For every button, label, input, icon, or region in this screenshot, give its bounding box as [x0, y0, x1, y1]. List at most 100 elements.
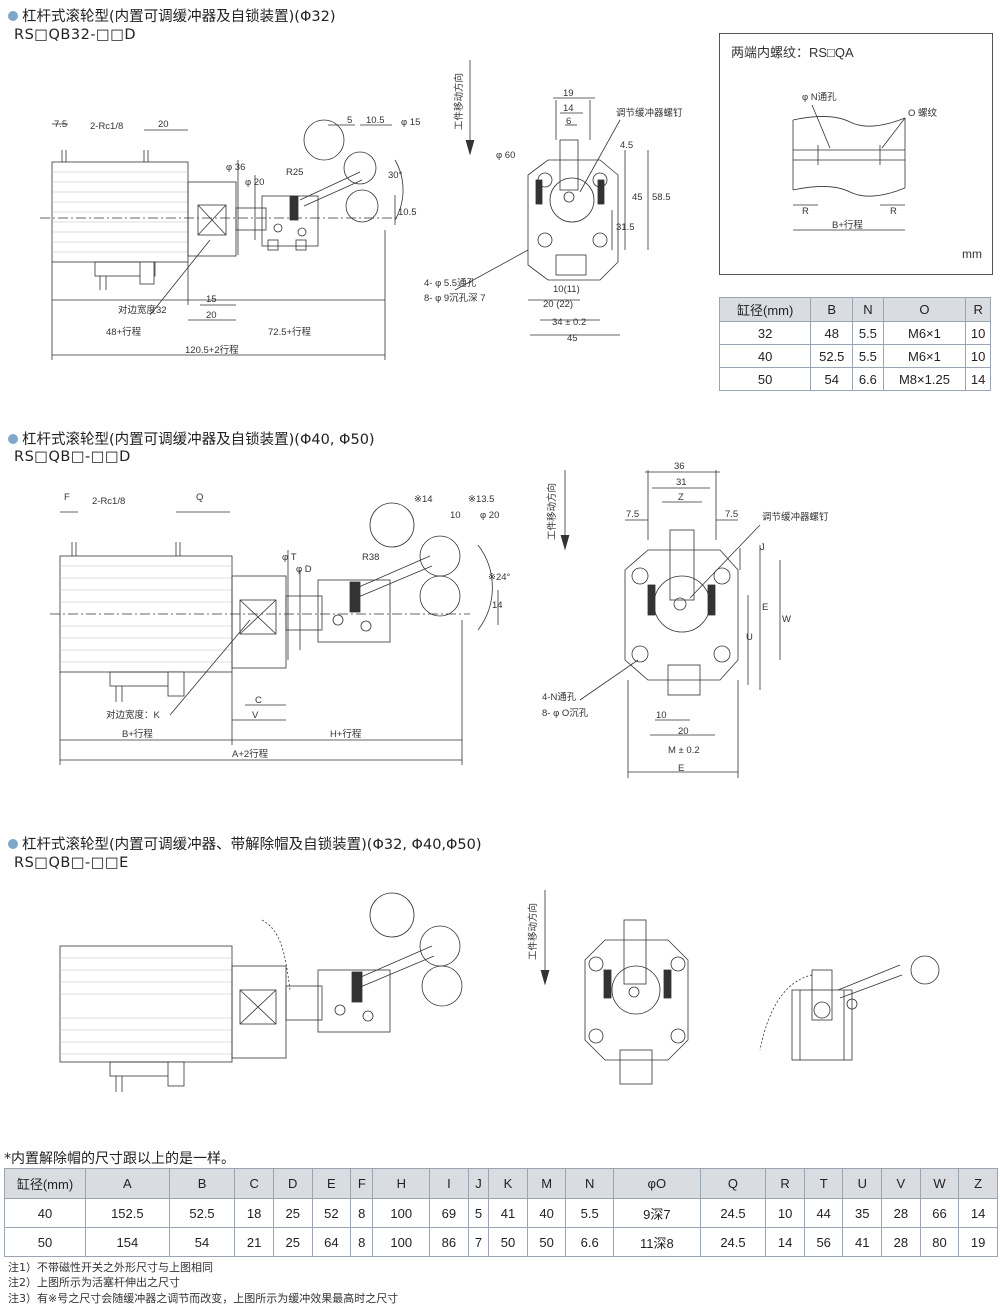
dim-14-2: 14: [492, 600, 503, 611]
cell: 24.5: [699, 1198, 767, 1228]
label-o-thread: O 螺纹: [908, 107, 938, 119]
t2-header: U: [842, 1168, 883, 1199]
cell: 8: [350, 1198, 374, 1228]
cell: 64: [311, 1227, 352, 1257]
t2-header: C: [234, 1168, 274, 1199]
cell: 8: [350, 1227, 374, 1257]
dim-20b: 20: [206, 310, 217, 321]
cell: 40: [718, 344, 812, 368]
sub-note: *内置解除帽的尺寸跟以上的是一样。: [4, 1151, 235, 1167]
cell: 6.6: [565, 1227, 614, 1257]
cell: 41: [488, 1198, 528, 1228]
dim-7.5: 7.5: [54, 119, 67, 130]
dim-B-stroke-2: B+行程: [832, 219, 863, 231]
dim-10-11: 10(11): [553, 284, 580, 295]
t2-header: J: [467, 1168, 490, 1199]
cell: 5.5: [852, 321, 884, 345]
section-1-title: 杠杆式滚轮型(内置可调缓冲器及自锁装置)(Φ32): [8, 5, 336, 26]
label-work-dir-2: 工件移动方向: [546, 483, 558, 540]
label-s2-cbore: 8- φ O沉孔: [542, 708, 589, 719]
cell: M6×1: [882, 321, 967, 345]
s3-detail-view: [759, 955, 940, 1061]
cell: 66: [919, 1198, 960, 1228]
t1-header: R: [965, 297, 991, 322]
dim-E-v: E: [762, 602, 768, 613]
dim-5: 5: [347, 115, 352, 126]
cell: 80: [919, 1227, 960, 1257]
t2-header: K: [488, 1168, 528, 1199]
cell: 52.5: [168, 1198, 236, 1228]
cell: 54: [168, 1227, 236, 1257]
section-2-title: 杠杆式滚轮型(内置可调缓冲器及自锁装置)(Φ40, Φ50): [8, 428, 375, 449]
dim-36: 36: [674, 461, 685, 472]
dim-R25: R25: [286, 167, 303, 178]
cell: 14: [765, 1227, 805, 1257]
label-s2-holes: 4-N通孔: [542, 692, 577, 703]
dim-7.5-l: 7.5: [626, 509, 639, 520]
cell: 52.5: [810, 344, 854, 368]
cell: 10: [965, 321, 991, 345]
dim-M: M ± 0.2: [668, 745, 700, 756]
dim-E-h: E: [678, 763, 684, 774]
dim-14: 14: [563, 103, 574, 114]
cell: 50: [718, 367, 812, 391]
dim-rc18-2: 2-Rc1/8: [92, 496, 125, 507]
s1-front-view: [454, 97, 649, 336]
cell: 24.5: [699, 1227, 767, 1257]
dim-phi20: φ 20: [245, 177, 264, 188]
dim-4.5: 4.5: [620, 140, 633, 151]
s3-side-view: [59, 892, 463, 1092]
cell: 56: [803, 1227, 844, 1257]
dim-F: F: [64, 492, 70, 503]
dim-58.5: 58.5: [652, 192, 671, 203]
dim-31.5: 31.5: [616, 222, 635, 233]
cell: 100: [372, 1227, 431, 1257]
cell: 19: [958, 1227, 998, 1257]
cell: 152.5: [85, 1198, 170, 1228]
s1-side-view: [40, 119, 404, 360]
dim-30deg: 30°: [388, 170, 403, 181]
dim-phi20-2: φ 20: [480, 510, 499, 521]
cell: 50: [488, 1227, 528, 1257]
label-phi-n: φ N通孔: [802, 92, 837, 103]
cell: 25: [272, 1198, 313, 1228]
bullet-dot-icon: [8, 838, 18, 849]
t2-header: T: [803, 1168, 844, 1199]
dim-15: 15: [206, 294, 217, 305]
dim-V: V: [252, 710, 259, 721]
dim-W: W: [782, 614, 791, 625]
dim-45v: 45: [632, 192, 643, 203]
dim-x14: ※14: [414, 494, 433, 505]
dim-A-stroke: A+2行程: [232, 748, 269, 760]
t2-header: M: [526, 1168, 567, 1199]
note-2: 注2）上图所示为活塞杆伸出之尺寸: [8, 1276, 180, 1289]
dim-72.5-stroke: 72.5+行程: [268, 326, 312, 338]
t2-header: H: [372, 1168, 431, 1199]
section-2-model: RS□QB□-□□D: [14, 449, 131, 465]
dim-J: J: [760, 542, 765, 553]
t2-header: V: [881, 1168, 921, 1199]
cell: 25: [272, 1227, 313, 1257]
cell: 14: [965, 367, 991, 391]
dim-phiT: φ T: [282, 552, 297, 563]
label-adjust-screw-2: 调节缓冲器螺钉: [762, 511, 829, 523]
inner-thread-drawing: [792, 104, 906, 231]
dim-20: 20: [158, 119, 169, 130]
cell: M6×1: [882, 344, 967, 368]
cell: 28: [881, 1198, 921, 1228]
cell: 35: [842, 1198, 883, 1228]
cell: 40: [526, 1198, 567, 1228]
cell: 10: [765, 1198, 805, 1228]
dim-20-3: 20: [678, 726, 689, 737]
dim-phi15: φ 15: [401, 117, 420, 128]
label-work-dir-1: 工件移动方向: [453, 73, 465, 130]
dim-120.5-stroke: 120.5+2行程: [185, 344, 239, 356]
s3-front-view: [584, 919, 689, 1085]
t2-header: I: [429, 1168, 469, 1199]
dim-C: C: [255, 695, 262, 706]
dim-48-stroke: 48+行程: [106, 326, 142, 338]
cell: 28: [881, 1227, 921, 1257]
